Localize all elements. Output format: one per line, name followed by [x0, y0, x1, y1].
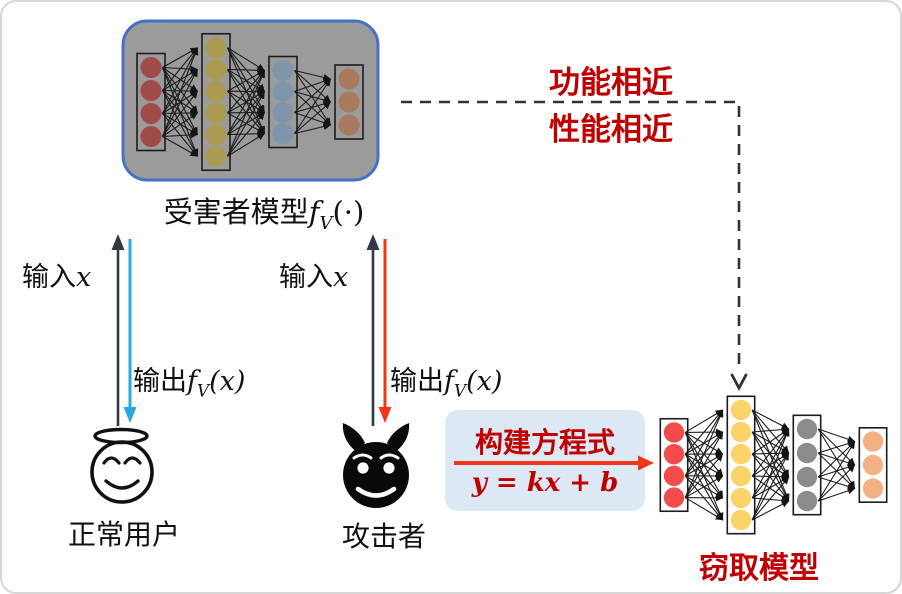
similarity-label-function: 功能相近 — [549, 65, 673, 100]
attacker-label: 攻击者 — [341, 521, 426, 552]
equation-title: 构建方程式 — [474, 427, 615, 458]
similarity-label-performance: 性能相近 — [549, 112, 673, 147]
stolen-model-label: 窃取模型 — [699, 552, 819, 585]
victim-model-label: 受害者模型fV(·) — [163, 195, 365, 234]
devil-face-icon — [342, 423, 410, 508]
input-arrow-middle-icon — [366, 234, 380, 426]
input-label-middle: 输入x — [279, 262, 349, 293]
output-arrow-middle-icon — [378, 239, 392, 423]
equation-formula: y = kx + b — [471, 468, 619, 498]
equation-box — [445, 410, 645, 511]
output-label-middle: 输出fV(x) — [390, 366, 503, 401]
similarity-dashed-connector — [401, 100, 748, 391]
victim-model-network — [136, 32, 364, 172]
dashed-arrowhead-icon — [730, 373, 748, 391]
input-label-left: 输入x — [22, 262, 92, 293]
stolen-model-network — [659, 395, 888, 535]
smiley-halo-face-icon — [90, 427, 154, 504]
input-arrow-left-icon — [111, 234, 125, 426]
normal-user-label: 正常用户 — [67, 519, 180, 550]
output-arrow-left-icon — [123, 239, 137, 423]
output-label-left: 输出fV(x) — [133, 366, 246, 401]
equation-arrow-icon — [454, 455, 654, 471]
